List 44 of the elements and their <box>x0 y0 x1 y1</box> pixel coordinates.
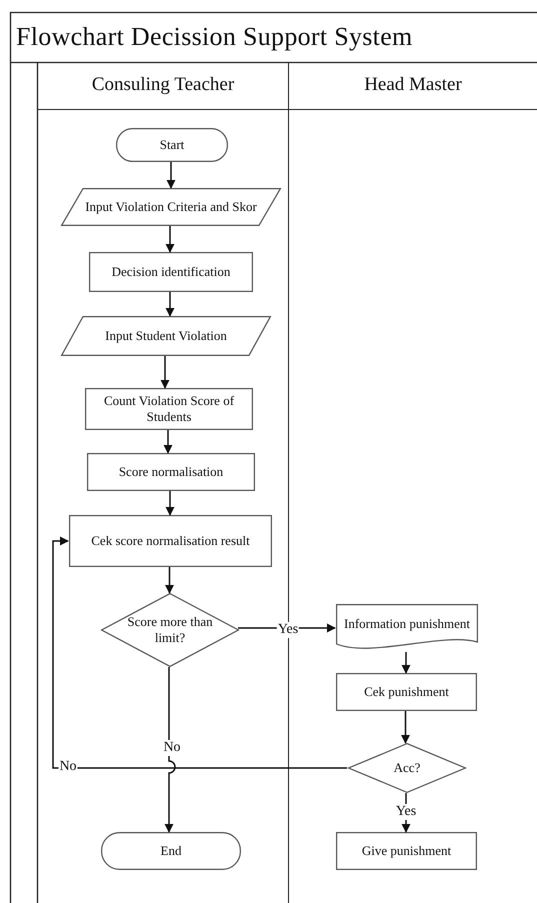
node-label: Decision identification <box>110 264 232 280</box>
process-box <box>69 515 272 567</box>
node-label: Input Violation Criteria and Skor <box>84 199 258 215</box>
flow-arrow <box>164 667 176 833</box>
terminator-shape <box>101 832 241 870</box>
input-parallelogram <box>61 316 271 356</box>
terminator-shape <box>116 128 228 162</box>
node-label: Input Student Violation <box>104 328 228 344</box>
process-box <box>85 388 253 430</box>
process-box <box>336 832 477 870</box>
input-parallelogram <box>61 188 281 226</box>
process-box <box>89 252 253 292</box>
lane-heading: Head Master <box>363 74 463 97</box>
flow-arrow <box>166 226 174 253</box>
document-shape <box>336 604 478 652</box>
edge-label: Yes <box>276 622 300 638</box>
node-label: Cek score normalisation result <box>90 533 251 549</box>
flow-arrow <box>52 536 347 769</box>
node-label: Start <box>158 137 186 153</box>
node-label: Score normalisation <box>118 464 224 480</box>
node-label: Cek punishment <box>363 684 450 700</box>
edge-label: Yes <box>394 804 418 820</box>
lane-heading: Consuling Teacher <box>90 74 236 97</box>
flow-arrow <box>166 292 174 317</box>
decision-diamond <box>348 743 466 793</box>
node-label: Count Violation Score of Students <box>102 393 236 425</box>
flow-arrow <box>165 567 174 594</box>
flow-arrow <box>160 356 170 389</box>
flow-arrow <box>166 162 176 189</box>
flow-arrow <box>402 652 410 674</box>
flow-arrow <box>166 491 174 516</box>
node-label: Information punishment <box>342 616 471 632</box>
edge-label: No <box>162 740 182 756</box>
process-box <box>336 673 477 711</box>
decision-diamond <box>101 593 239 667</box>
node-label: Give punishment <box>360 843 452 859</box>
flow-arrow <box>164 430 172 454</box>
flow-arrow <box>238 624 336 632</box>
process-box <box>87 453 255 491</box>
node-label: Score more than limit? <box>126 614 214 646</box>
diagram-title: Flowchart Decission Support System <box>16 21 413 53</box>
flow-arrow <box>401 711 410 744</box>
node-label: End <box>160 843 182 859</box>
node-label: Acc? <box>392 760 422 776</box>
